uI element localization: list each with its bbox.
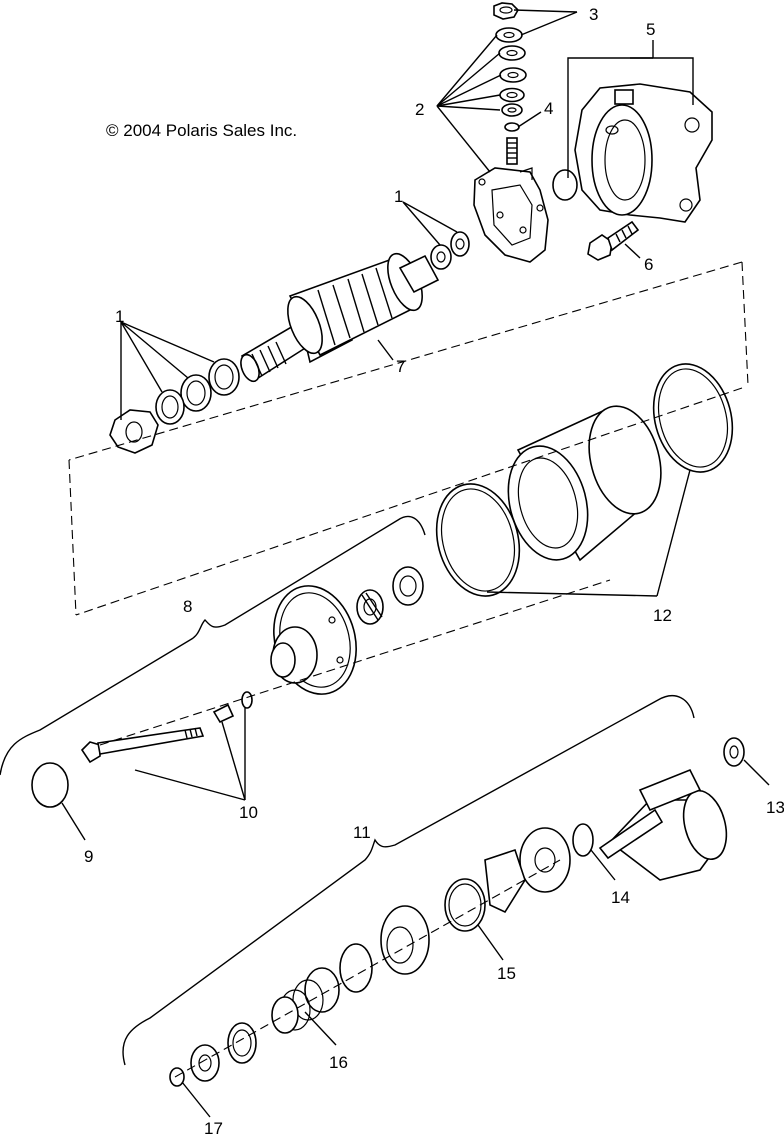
callout-17: 17 [204, 1119, 223, 1135]
callout-15: 15 [497, 964, 516, 983]
callout-2: 2 [415, 100, 424, 119]
pinion-shaft-gear [598, 737, 745, 881]
leader-lines [61, 9, 770, 1118]
bearings [356, 566, 424, 625]
assembly-outline [68, 261, 749, 1078]
callout-6: 6 [644, 255, 653, 274]
callout-10: 10 [239, 803, 258, 822]
callout-11: 11 [353, 823, 371, 842]
snap-ring [31, 762, 69, 808]
armature-washers-left [109, 358, 240, 454]
yoke-housing [435, 363, 734, 597]
callout-16: 16 [329, 1053, 348, 1072]
through-bolts-long [80, 691, 253, 764]
callout-5: 5 [646, 20, 655, 39]
callout-8: 8 [183, 597, 192, 616]
copyright-notice: © 2004 Polaris Sales Inc. [106, 121, 298, 140]
armature-washers-top [430, 231, 470, 270]
armature [240, 252, 440, 383]
nut-washer-stack [493, 2, 527, 132]
clutch-parts [444, 823, 594, 932]
callout-7: 7 [396, 357, 405, 376]
callout-4: 4 [544, 99, 553, 118]
callout-12: 12 [653, 606, 672, 625]
end-cap-housing [552, 83, 713, 223]
brush-plate-assembly [473, 137, 549, 263]
callout-1-top: 1 [394, 187, 403, 206]
callout-13: 13 [766, 798, 784, 817]
through-bolt-short [587, 220, 640, 261]
group-brackets [0, 515, 695, 1066]
callout-9: 9 [84, 847, 93, 866]
callout-14: 14 [611, 888, 630, 907]
pinion-gear-spring [169, 905, 430, 1087]
drive-end-housing [270, 585, 357, 695]
callout-1-left: 1 [115, 307, 124, 326]
callout-3: 3 [589, 5, 598, 24]
